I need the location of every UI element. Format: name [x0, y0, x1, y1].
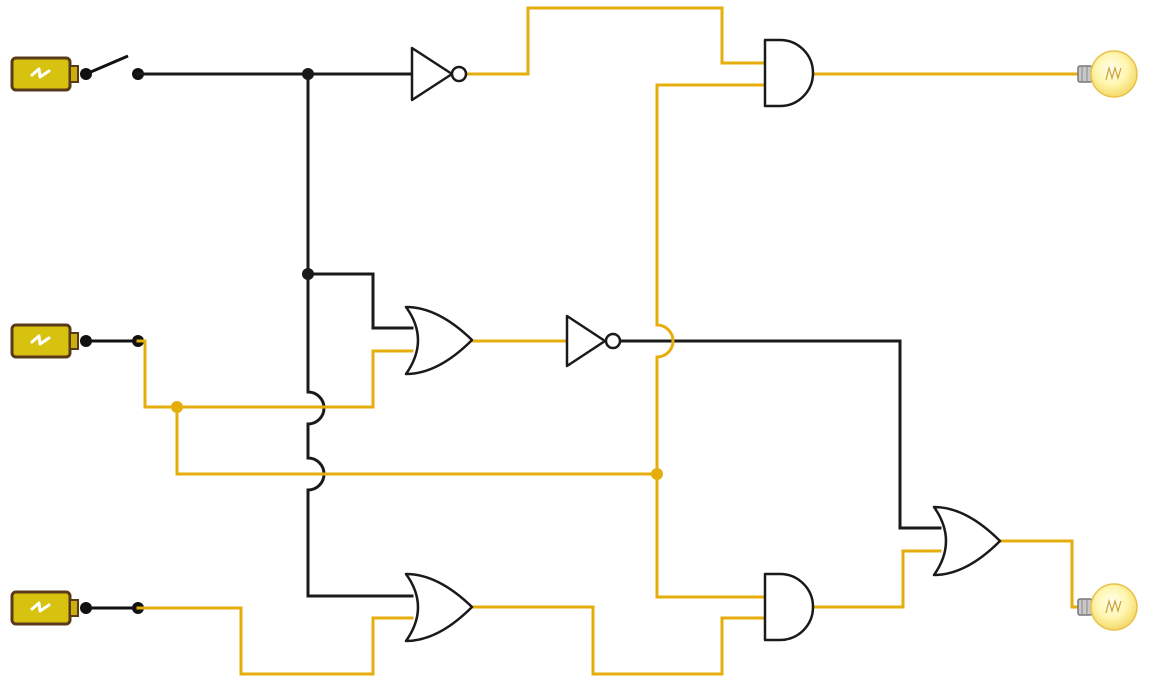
- switch-closed[interactable]: [80, 602, 144, 614]
- not-gate: [410, 46, 468, 102]
- switch-closed[interactable]: [80, 335, 144, 347]
- and-gate: [763, 38, 815, 108]
- wires-off: [136, 72, 942, 598]
- and-gate: [763, 572, 815, 642]
- light-bulb-icon: [1077, 583, 1138, 631]
- light-bulb-icon: [1077, 50, 1138, 98]
- or-gate: [932, 505, 1002, 577]
- battery-icon: [10, 590, 79, 626]
- battery-icon: [10, 56, 79, 92]
- battery-icon: [10, 323, 79, 359]
- or-gate: [404, 305, 474, 376]
- wires-on: [136, 6, 1082, 676]
- switch-open[interactable]: [80, 54, 144, 80]
- or-gate: [404, 572, 474, 643]
- junction-dots: [171, 68, 663, 480]
- not-gate: [565, 314, 622, 368]
